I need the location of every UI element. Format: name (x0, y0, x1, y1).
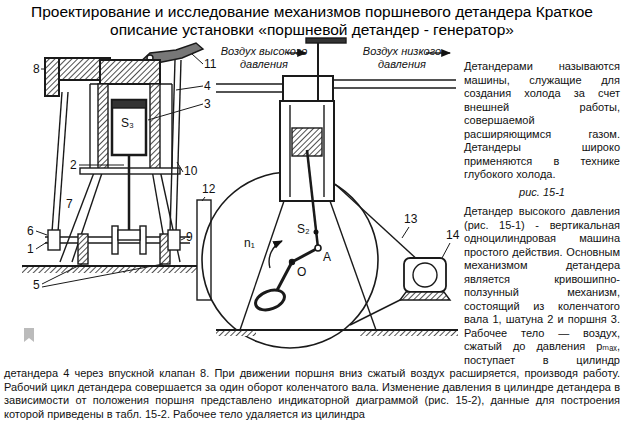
body-text: Детандер высокого давления (рис. 15-1) -… (4, 205, 620, 421)
flow-label: Воздух низкого давления (352, 45, 452, 71)
callout-number: 7 (66, 197, 73, 211)
page-title: Проектирование и исследование механизмов… (0, 3, 624, 39)
text-flow: Детандерами называются машины, служащие … (4, 60, 620, 421)
point-label: S₂ (297, 222, 310, 236)
figure-caption: рис. 15-1 (4, 186, 620, 200)
callout-number: 9 (186, 230, 193, 244)
callout-number: 2 (70, 158, 77, 172)
point-label: A (323, 250, 331, 264)
callout-number: 14 (446, 228, 459, 242)
callout-number: 6 (27, 224, 34, 238)
callout-number: 1 (27, 242, 34, 256)
callout-number: 8 (33, 62, 40, 76)
callout-number: 12 (202, 182, 215, 196)
callout-number: 13 (404, 212, 417, 226)
rotation-label: n₁ (244, 236, 255, 250)
figure-space (4, 60, 464, 366)
callout-number: 4 (204, 79, 211, 93)
flow-label: Воздух высокого давления (214, 45, 314, 71)
left-figure (22, 43, 211, 342)
callout-number: 10 (184, 164, 197, 178)
callout-number: 3 (204, 97, 211, 111)
point-label: O (297, 265, 306, 279)
callout-number: 5 (33, 278, 40, 292)
body-text: Детандерами называются машины, служащие … (4, 60, 620, 182)
page-title-block: Проектирование и исследование механизмов… (0, 3, 624, 39)
point-label: S₃ (121, 116, 134, 130)
callout-number: 11 (204, 57, 216, 71)
middle-figure (202, 38, 458, 348)
